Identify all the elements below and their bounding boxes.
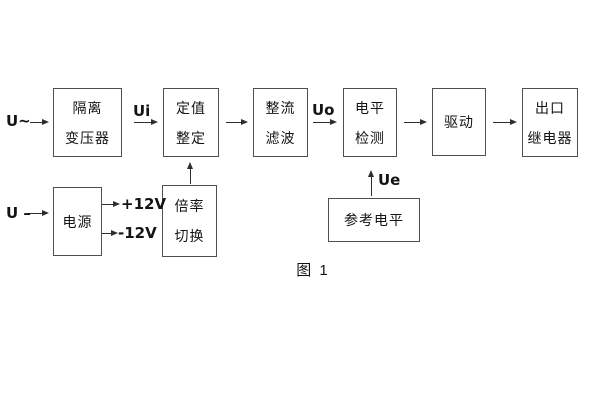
- block-label: 倍率: [174, 198, 205, 214]
- block-setpoint-adjust: 定值 整定: [163, 88, 219, 157]
- arrow-level-to-drive: [404, 118, 427, 125]
- label-uo: Uo: [312, 101, 335, 119]
- block-power-supply: 电源: [53, 187, 102, 256]
- arrow-setpoint-to-rectifier: [226, 118, 248, 125]
- block-output-relay: 出口 继电器: [522, 88, 578, 157]
- label-plus12v: +12V: [121, 195, 167, 213]
- block-label: 定值: [176, 99, 206, 116]
- arrow-plus12v: [102, 200, 120, 207]
- block-label: 整流: [265, 99, 296, 116]
- label-ue: Ue: [378, 171, 401, 189]
- block-label: 驱动: [444, 114, 474, 130]
- arrow-multiplier-to-setpoint: [186, 162, 193, 184]
- arrow-ui: [134, 118, 158, 125]
- arrow-minus12v: [102, 229, 118, 236]
- block-label: 电源: [62, 213, 93, 230]
- block-label: 出口: [535, 99, 565, 116]
- label-dc-input: U –: [6, 204, 31, 222]
- arrow-ue: [367, 170, 374, 196]
- block-label: 隔离: [72, 99, 103, 116]
- arrow-dc-input: [28, 209, 49, 216]
- arrow-ac-input: [30, 118, 49, 125]
- block-label: 切换: [174, 228, 205, 244]
- block-label: 变压器: [65, 129, 110, 146]
- label-ac-input: U~: [6, 112, 31, 130]
- label-minus12v: -12V: [118, 224, 157, 242]
- block-label: 参考电平: [344, 212, 404, 228]
- block-rectifier-filter: 整流 滤波: [253, 88, 308, 157]
- block-label: 滤波: [265, 129, 296, 146]
- arrow-drive-to-relay: [493, 118, 517, 125]
- block-label: 电平: [355, 99, 385, 116]
- block-reference-level: 参考电平: [328, 198, 420, 242]
- label-ui: Ui: [133, 102, 151, 120]
- block-drive: 驱动: [432, 88, 486, 156]
- block-level-detection: 电平 检测: [343, 88, 397, 157]
- block-label: 继电器: [527, 129, 573, 146]
- block-label: 整定: [176, 129, 206, 146]
- block-isolation-transformer: 隔离 变压器: [53, 88, 122, 157]
- block-multiplier-switch: 倍率 切换: [162, 185, 217, 257]
- block-label: 检测: [355, 129, 385, 146]
- arrow-uo: [313, 118, 337, 125]
- figure-caption: 图 1: [296, 262, 330, 279]
